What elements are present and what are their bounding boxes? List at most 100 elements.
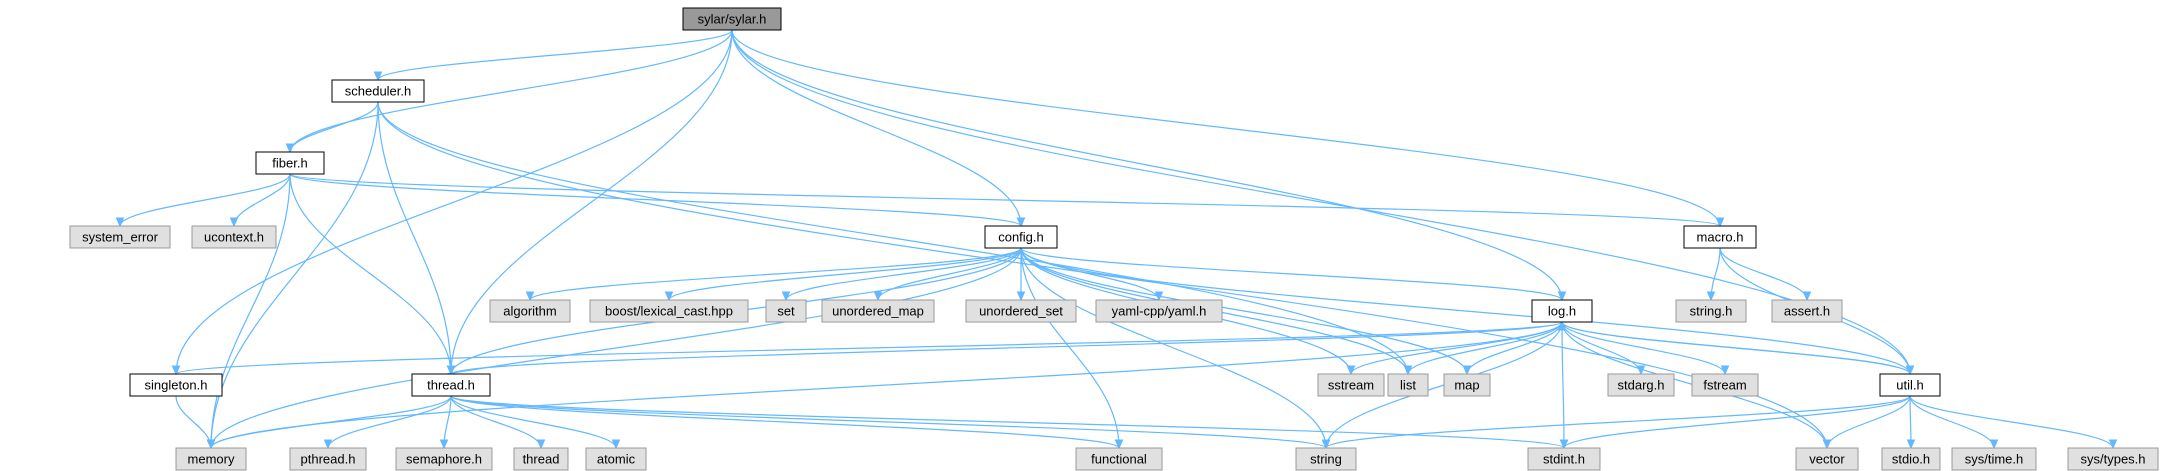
node-fiber[interactable]: fiber.h bbox=[255, 151, 325, 175]
node-box bbox=[682, 7, 782, 31]
node-vector: vector bbox=[1795, 447, 1859, 471]
node-box bbox=[765, 299, 807, 323]
edge-line bbox=[210, 247, 1022, 449]
node-label: yaml-cpp/yaml.h bbox=[1112, 304, 1207, 319]
node-unordered-set: unordered_set bbox=[965, 299, 1077, 323]
edge-config-to-algorithm bbox=[525, 247, 1022, 302]
node-memory: memory bbox=[175, 447, 247, 471]
node-label: map bbox=[1454, 378, 1479, 393]
edge-line bbox=[289, 173, 1022, 227]
edge-thread-to-pthread bbox=[323, 395, 452, 450]
edge-log-to-thread bbox=[446, 321, 1563, 376]
arrowhead bbox=[439, 439, 449, 450]
node-label: unordered_map bbox=[832, 304, 924, 319]
edge-sylar-to-log bbox=[731, 29, 1567, 302]
edge-line bbox=[1020, 247, 1468, 375]
node-label: boost/lexical_cast.hpp bbox=[605, 304, 733, 319]
node-box bbox=[331, 79, 425, 103]
node-label: vector bbox=[1809, 452, 1845, 467]
edge-line bbox=[289, 173, 452, 375]
edge-log-to-sstream bbox=[1346, 321, 1563, 376]
edge-fiber-to-ucontext bbox=[229, 173, 291, 228]
edge-line bbox=[119, 173, 291, 227]
edge-line bbox=[175, 29, 733, 375]
node-fstream: fstream bbox=[1691, 373, 1759, 397]
node-macro[interactable]: macro.h bbox=[1683, 225, 1757, 249]
arrowhead bbox=[2108, 439, 2118, 450]
node-config[interactable]: config.h bbox=[984, 225, 1058, 249]
edge-config-to-memory bbox=[206, 247, 1022, 450]
node-label: log.h bbox=[1548, 304, 1576, 319]
edge-log-to-stdint bbox=[1559, 321, 1569, 450]
node-label: unordered_set bbox=[979, 304, 1063, 319]
node-label: atomic bbox=[597, 452, 636, 467]
node-stdint: stdint.h bbox=[1527, 447, 1601, 471]
node-box bbox=[1607, 373, 1675, 397]
arrowhead bbox=[115, 217, 125, 228]
edge-config-to-log bbox=[1020, 247, 1567, 302]
edge-thread-to-atomic bbox=[450, 395, 621, 450]
node-thread[interactable]: thread.h bbox=[411, 373, 491, 397]
node-label: stdarg.h bbox=[1618, 378, 1665, 393]
node-label: singleton.h bbox=[145, 378, 208, 393]
edge-log-to-map bbox=[1462, 321, 1563, 376]
node-box bbox=[191, 225, 277, 249]
arrowhead bbox=[323, 439, 333, 450]
edge-util-to-sys_time bbox=[1909, 395, 1999, 450]
node-box bbox=[585, 447, 647, 471]
edge-line bbox=[1563, 395, 1911, 449]
arrowhead bbox=[781, 291, 791, 302]
edge-line bbox=[289, 29, 733, 153]
node-label: util.h bbox=[1896, 378, 1923, 393]
node-label: set bbox=[777, 304, 795, 319]
edge-scheduler-to-thread bbox=[377, 101, 456, 376]
node-atomic: atomic bbox=[585, 447, 647, 471]
edge-fiber-to-macro bbox=[289, 173, 1725, 228]
arrowhead bbox=[873, 291, 883, 302]
node-string-h: string.h bbox=[1675, 299, 1747, 323]
edge-line bbox=[1561, 321, 1642, 375]
node-string: string bbox=[1295, 447, 1357, 471]
edge-line bbox=[1020, 247, 1563, 301]
node-label: sys/types.h bbox=[2080, 452, 2145, 467]
edge-util-to-string bbox=[1321, 395, 1911, 450]
edge-config-to-set bbox=[781, 247, 1022, 302]
node-sys-time: sys/time.h bbox=[1951, 447, 2037, 471]
edge-line bbox=[377, 101, 1409, 375]
node-label: memory bbox=[188, 452, 235, 467]
arrowhead bbox=[1321, 439, 1331, 450]
edge-line bbox=[731, 29, 1563, 301]
node-box bbox=[984, 225, 1058, 249]
node-box bbox=[821, 299, 935, 323]
node-set: set bbox=[765, 299, 807, 323]
arrowhead bbox=[1989, 439, 1999, 450]
edge-macro-to-string_h bbox=[1706, 247, 1721, 302]
edge-line bbox=[1350, 321, 1563, 375]
node-box bbox=[1317, 373, 1385, 397]
arrowhead bbox=[611, 439, 621, 450]
edge-sylar-to-scheduler bbox=[373, 29, 733, 82]
node-box bbox=[1387, 373, 1429, 397]
node-semaphore: semaphore.h bbox=[395, 447, 493, 471]
edge-config-to-unordered_map bbox=[873, 247, 1022, 302]
arrowhead bbox=[525, 291, 535, 302]
node-singleton[interactable]: singleton.h bbox=[129, 373, 223, 397]
node-label: sylar/sylar.h bbox=[698, 12, 767, 27]
node-scheduler[interactable]: scheduler.h bbox=[331, 79, 425, 103]
node-label: config.h bbox=[998, 230, 1044, 245]
node-sylar[interactable]: sylar/sylar.h bbox=[682, 7, 782, 31]
arrowhead bbox=[1706, 291, 1716, 302]
edge-line bbox=[877, 247, 1022, 301]
node-label: thread.h bbox=[427, 378, 475, 393]
arrowhead bbox=[1016, 217, 1026, 228]
node-util[interactable]: util.h bbox=[1879, 373, 1941, 397]
node-label: stdio.h bbox=[1892, 452, 1930, 467]
arrowhead bbox=[1906, 439, 1916, 450]
node-label: macro.h bbox=[1697, 230, 1744, 245]
node-box bbox=[2067, 447, 2159, 471]
edge-thread-to-string bbox=[450, 395, 1331, 450]
edge-fiber-to-config bbox=[289, 173, 1026, 228]
node-log[interactable]: log.h bbox=[1531, 299, 1593, 323]
edge-thread-to-semaphore bbox=[439, 395, 452, 450]
edge-util-to-log bbox=[1557, 320, 1911, 375]
